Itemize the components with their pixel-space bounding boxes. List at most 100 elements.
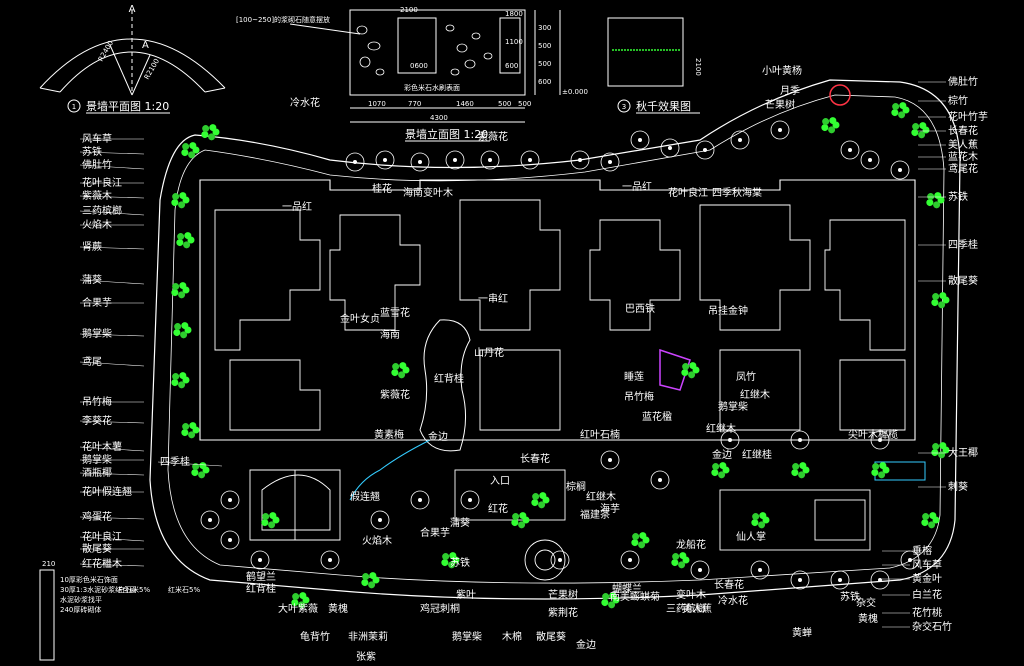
label-center-17: 金边: [712, 448, 732, 461]
tree-trunk: [758, 568, 762, 572]
shrub-cluster-23: [361, 572, 380, 589]
shrub-dot: [199, 462, 207, 470]
shrub-dot: [927, 193, 935, 201]
shrub-dot: [519, 512, 527, 520]
tree-trunk: [383, 158, 387, 162]
shrub-dot: [828, 126, 836, 134]
label-right-2: 花叶竹芋: [948, 110, 988, 123]
shrub-dot: [449, 552, 457, 560]
shrub-dot: [188, 431, 196, 439]
shrub-dot: [172, 373, 180, 381]
tree-symbol-20: [320, 550, 340, 570]
shrub-dot: [682, 363, 690, 371]
tree-canopy: [840, 140, 860, 160]
building-outline: [199, 179, 916, 441]
tree-canopy: [690, 560, 710, 580]
shrub-dot: [938, 301, 946, 309]
tree-trunk: [838, 578, 842, 582]
elev-dim-right-0: 300: [538, 24, 551, 32]
label-left-leader-20: [79, 536, 145, 542]
shrub-dot: [872, 463, 880, 471]
tree-canopy: [200, 510, 220, 530]
label-left-16: 酒瓶椰: [82, 466, 112, 479]
label-right-1: 棕竹: [948, 94, 968, 107]
tree-canopy: [570, 150, 590, 170]
shrub-dot: [392, 363, 400, 371]
shrub-dot: [918, 131, 926, 139]
label-top-13: 巴西铁: [625, 302, 655, 315]
shrub-dot: [678, 561, 686, 569]
label-center-30: 海芋: [600, 502, 620, 515]
shrub-cluster-7: [181, 422, 200, 439]
label-center-13: 蓝花楹: [642, 410, 672, 423]
label-left-leader-19: [79, 516, 145, 520]
label-center-12: 红叶石楠: [580, 428, 620, 441]
shrub-dot: [441, 559, 449, 567]
tree-symbol-13: [840, 140, 860, 160]
shrub-dot: [291, 599, 299, 607]
shrub-dot: [911, 129, 919, 137]
wall-plan-num-circle: [67, 99, 81, 113]
shrub-dot: [688, 371, 696, 379]
legend-note-0: 10厚彩色米石饰面: [60, 575, 118, 584]
elev-dim-top-3: 600: [505, 62, 518, 70]
label-right-4: 美人蕉: [948, 138, 978, 151]
tree-canopy: [750, 560, 770, 580]
label-bottom-5: 木棉: [502, 630, 522, 643]
elev-note-leader: [289, 23, 361, 35]
label-center-29: 龙船花: [676, 538, 706, 551]
shrub-cluster-29: [911, 122, 930, 139]
label-bottom-17: 张紫: [356, 651, 376, 663]
label-center-20: 棕榈: [566, 480, 586, 493]
shrub-dot: [632, 533, 640, 541]
shrub-dot: [602, 593, 610, 601]
elev-dim-top-2: 1100: [505, 38, 523, 46]
shrub-dot: [179, 192, 187, 200]
label-left-10: 鹅掌柴: [82, 327, 112, 340]
shrub-cluster-4: [171, 282, 190, 299]
swing-box: [607, 17, 684, 87]
label-left-leader-7: [79, 246, 145, 250]
labels-right: 佛肚竹棕竹花叶竹芋长春花美人蕉蓝花木鸢尾花苏铁四季桂散尾葵大王椰刺葵垂榕风车草黄…: [882, 75, 988, 633]
shrub-cluster-14: [681, 362, 700, 379]
shrub-cluster-0: [201, 124, 220, 141]
shrub-dot: [391, 369, 399, 377]
shrub-dot: [609, 592, 617, 600]
shrub-cluster-21: [441, 552, 460, 569]
label-left-21: 散尾葵: [82, 542, 112, 555]
tree-symbol-23: [460, 490, 480, 510]
inner-boundary: [167, 94, 945, 584]
shrub-dot: [932, 293, 940, 301]
shrub-dot: [799, 462, 807, 470]
labels-top: 冷水花紫薇花桂花海南变叶木一品红一品红花叶良江四季秋海棠小叶黄杨月季芒果树蓝雪花…: [282, 64, 802, 319]
shrub-dot: [178, 291, 186, 299]
plant-symbols: [171, 102, 950, 609]
shrub-dot: [759, 512, 767, 520]
tree-canopy: [600, 152, 620, 172]
label-center-31: 仙人掌: [736, 530, 766, 543]
tree-trunk: [898, 168, 902, 172]
shrub-dot: [262, 513, 270, 521]
shrub-cluster-13: [821, 117, 840, 134]
elev-dim-right-3: 600: [538, 78, 551, 86]
tree-canopy: [890, 160, 910, 180]
label-left-leader-16: [79, 472, 145, 476]
tree-trunk: [378, 518, 382, 522]
tree-symbol-36: [870, 430, 890, 450]
tree-canopy: [410, 152, 430, 172]
shrub-dot: [751, 519, 759, 527]
tree-canopy: [620, 550, 640, 570]
shrub-cluster-20: [601, 592, 620, 609]
tree-canopy: [730, 130, 750, 150]
swing-num: 3: [622, 103, 626, 111]
tree-symbol-29: [830, 570, 850, 590]
tree-trunk: [453, 158, 457, 162]
tree-symbol-12: [770, 120, 790, 140]
tree-trunk: [258, 558, 262, 562]
label-center-3: 红背桂: [434, 372, 464, 385]
shrub-cluster-18: [631, 532, 650, 549]
elev-total: 4300: [430, 114, 448, 122]
tree-symbol-0: [345, 152, 365, 172]
tree-trunk: [208, 518, 212, 522]
